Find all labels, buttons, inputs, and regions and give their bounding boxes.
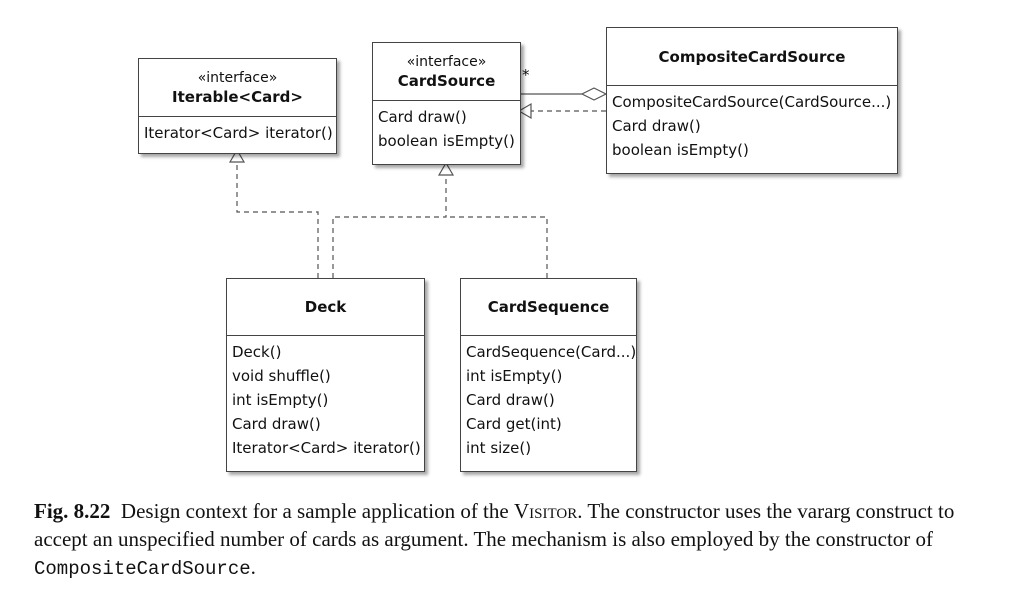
deck-name: Deck [304,298,347,316]
code-term: CompositeCardSource [34,558,251,580]
cardsource-interface-box: «interface» CardSource Card draw() boole… [372,42,521,165]
caption-text-2: . The constructor uses the vararg constr… [34,499,955,551]
operation: Iterator<Card> iterator() [232,439,421,457]
iterable-interface-box: «interface» Iterable<Card> Iterator<Card… [138,58,337,154]
operation: Card draw() [378,108,467,126]
class-diagram: * «interface» Iterable<Card> Iterator<Ca… [138,27,898,472]
operation: Iterator<Card> iterator() [144,124,333,142]
cardsequence-name: CardSequence [487,298,610,316]
deck-class-box: Deck Deck() void shuffle() int isEmpty()… [226,278,425,472]
iterable-header: «interface» Iterable<Card> [139,59,336,117]
deck-header: Deck [227,279,424,336]
caption-end: . [250,555,256,579]
operation: int isEmpty() [466,367,563,385]
operation: CardSequence(Card...) [466,343,637,361]
operation: Card draw() [232,415,321,433]
iterable-name: Iterable<Card> [172,87,303,106]
cardsequence-class-box: CardSequence CardSequence(Card...) int i… [460,278,637,472]
operation: Card get(int) [466,415,562,433]
compositecardsource-class-box: CompositeCardSource CompositeCardSource(… [606,27,898,174]
deck-operations: Deck() void shuffle() int isEmpty() Card… [227,336,424,464]
composite-realization-arrowhead [517,102,532,120]
operation: Card draw() [612,117,701,135]
caption-text-1: Design context for a sample application … [120,499,509,523]
aggregation-diamond [580,87,608,101]
iterable-operations: Iterator<Card> iterator() [139,117,336,149]
cardsource-header: «interface» CardSource [373,43,520,101]
operation: boolean isEmpty() [378,132,515,150]
figure-number: Fig. 8.22 [34,499,111,523]
operation: int isEmpty() [232,391,329,409]
iterable-realization-arrowhead [228,148,246,163]
iterable-stereotype: «interface» [197,69,278,86]
operation: boolean isEmpty() [612,141,749,159]
operation: CompositeCardSource(CardSource...) [612,93,892,111]
operation: int size() [466,439,532,457]
operation: Card draw() [466,391,555,409]
cardsource-stereotype: «interface» [406,53,487,70]
cardsource-realization-arrowhead [437,161,455,176]
multiplicity-label: * [522,66,530,84]
compositecardsource-operations: CompositeCardSource(CardSource...) Card … [607,86,897,166]
figure-caption: Fig. 8.22 Design context for a sample ap… [34,497,994,583]
compositecardsource-header: CompositeCardSource [607,28,897,86]
deck-realizes-iterable [236,162,319,278]
operation: void shuffle() [232,367,331,385]
cardsequence-header: CardSequence [461,279,636,336]
cardsource-name: CardSource [397,71,496,90]
cardsequence-realizes-cardsource [446,216,548,278]
compositecardsource-name: CompositeCardSource [658,47,846,66]
cardsource-operations: Card draw() boolean isEmpty() [373,101,520,157]
relationship-lines: * [228,66,608,278]
deck-realizes-cardsource [332,175,447,278]
cardsequence-operations: CardSequence(Card...) int isEmpty() Card… [461,336,636,464]
operation: Deck() [232,343,282,361]
pattern-name: Visitor [513,499,578,523]
